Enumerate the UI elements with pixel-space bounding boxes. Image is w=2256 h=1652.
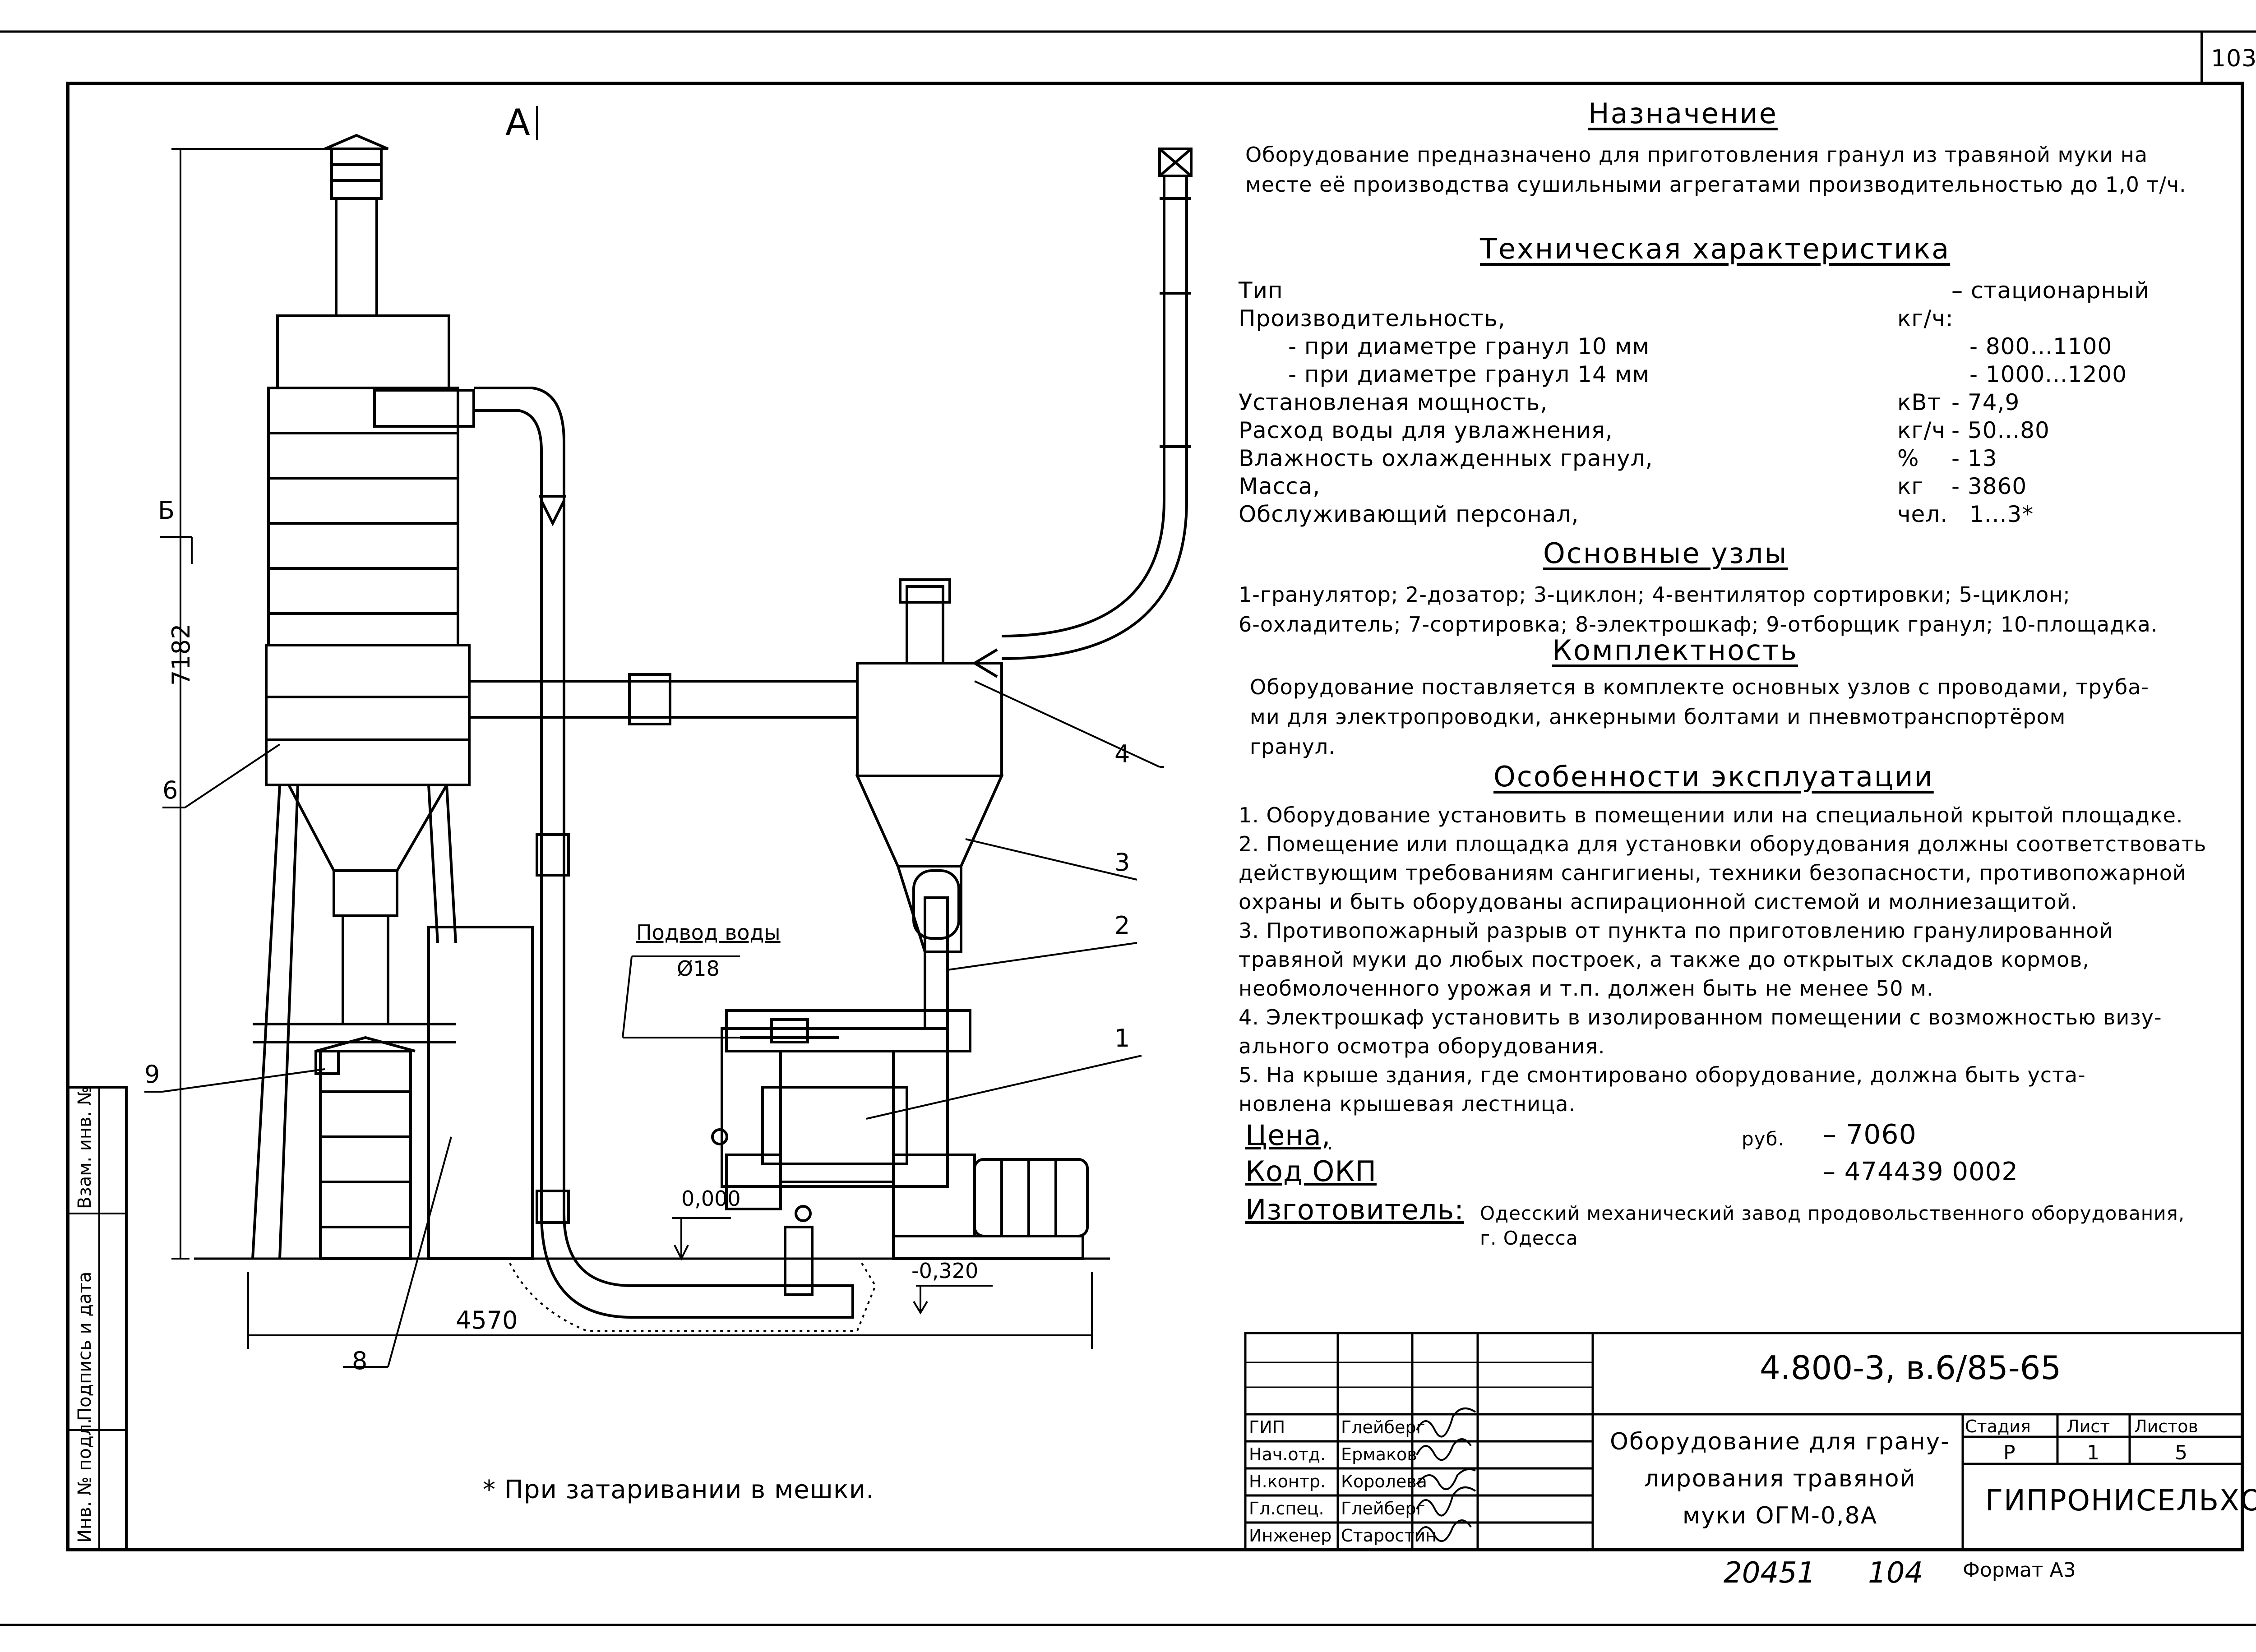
page-number: 103 bbox=[2211, 45, 2256, 72]
okp-label: Код ОКП bbox=[1245, 1155, 1377, 1188]
tech-row: Расход воды для увлажнения,кг/ч- 50...80 bbox=[1239, 417, 2050, 443]
operation-title: Особенности эксплуатации bbox=[1493, 760, 1934, 793]
bottom-number-1: 20451 bbox=[1724, 1556, 1816, 1590]
sheets-value: 5 bbox=[2175, 1441, 2187, 1464]
bottom-number-2: 104 bbox=[1868, 1556, 1923, 1590]
height-dimension: 7182 bbox=[167, 623, 195, 686]
price-unit: руб. bbox=[1742, 1128, 1784, 1150]
units-title: Основные узлы bbox=[1543, 537, 1788, 570]
name-2: Королева bbox=[1341, 1472, 1427, 1491]
callout-6: 6 bbox=[162, 776, 178, 804]
left-margin-strip bbox=[66, 1086, 128, 1551]
organization: ГИПРОНИСЕЛЬХОЗ bbox=[1985, 1484, 2256, 1518]
role-2: Н.контр. bbox=[1249, 1472, 1326, 1491]
sheet-frame bbox=[66, 82, 2244, 1551]
tech-title: Техническая характеристика bbox=[1480, 232, 1951, 265]
pneumo-pipe bbox=[474, 387, 854, 1319]
width-dimension: 4570 bbox=[456, 1306, 518, 1334]
tech-row: - при диаметре гранул 14 мм- 1000...1200 bbox=[1288, 361, 2127, 388]
margin-sign-date: Подпись и дата bbox=[74, 1271, 95, 1421]
title-block bbox=[1244, 1332, 2244, 1551]
complete-title: Комплектность bbox=[1552, 634, 1798, 667]
water-diameter: Ø18 bbox=[677, 956, 720, 981]
margin-inv-replace: Взам. инв. № bbox=[74, 1086, 95, 1209]
role-0: ГИП bbox=[1249, 1417, 1285, 1437]
stage-value: Р bbox=[2003, 1441, 2016, 1464]
callout-4: 4 bbox=[1114, 740, 1130, 768]
callout-1: 1 bbox=[1114, 1024, 1130, 1052]
name-4: Старостин bbox=[1341, 1526, 1437, 1546]
maker-label: Изготовитель: bbox=[1245, 1193, 1465, 1226]
name-3: Глейберг bbox=[1341, 1499, 1425, 1518]
callout-8: 8 bbox=[352, 1347, 368, 1375]
doc-title: Оборудование для грану- лирования травян… bbox=[1610, 1428, 1950, 1529]
granulator bbox=[711, 1009, 1089, 1296]
stage-header: Стадия bbox=[1965, 1417, 2031, 1436]
complete-text: Оборудование поставляется в комплекте ос… bbox=[1250, 675, 2150, 759]
tech-row: Установленая мощность,кВт- 74,9 bbox=[1239, 389, 2020, 415]
operation-text: 1. Оборудование установить в помещении и… bbox=[1239, 803, 2207, 1116]
tech-row: Влажность охлажденных гранул,%- 13 bbox=[1239, 445, 1997, 471]
footnote: * При затаривании в мешки. bbox=[483, 1475, 874, 1504]
name-1: Ермаков bbox=[1341, 1444, 1417, 1464]
format-label: Формат А3 bbox=[1963, 1559, 2076, 1582]
air-duct bbox=[469, 673, 857, 725]
maker-line1: Одесский механический завод продовольств… bbox=[1480, 1202, 2185, 1224]
tech-row: Масса,кг- 3860 bbox=[1239, 473, 2027, 499]
section-label: Б bbox=[158, 496, 175, 525]
tech-table: Тип– стационарный Производительность,кг/… bbox=[1239, 277, 2209, 529]
level-pit: -0,320 bbox=[911, 1259, 979, 1283]
role-4: Инженер bbox=[1249, 1526, 1332, 1546]
tech-row: Тип– стационарный bbox=[1239, 277, 2150, 304]
signatures bbox=[1416, 1407, 1476, 1542]
cyclone bbox=[855, 578, 1004, 1030]
callout-2: 2 bbox=[1114, 911, 1130, 940]
cooler-tower bbox=[251, 134, 475, 1260]
purpose-text: Оборудование предназначено для приготовл… bbox=[1245, 143, 2187, 197]
sheets-header: Листов bbox=[2134, 1417, 2198, 1436]
tech-row: Производительность,кг/ч: bbox=[1239, 305, 1954, 332]
water-supply-label: Подвод воды bbox=[636, 920, 781, 945]
maker-line2: г. Одесса bbox=[1480, 1227, 1578, 1249]
price-label: Цена, bbox=[1245, 1119, 1331, 1152]
tech-row: Обслуживающий персонал,чел.1...3* bbox=[1239, 501, 2034, 527]
purpose-title: Назначение bbox=[1588, 97, 1778, 130]
price-value: – 7060 bbox=[1823, 1119, 1917, 1150]
name-0: Глейберг bbox=[1341, 1417, 1425, 1437]
dimension-lines bbox=[160, 106, 1093, 1349]
units-text: 1-гранулятор; 2-дозатор; 3-циклон; 4-вен… bbox=[1239, 582, 2158, 637]
tech-row: - при диаметре гранул 10 мм- 800...1100 bbox=[1288, 333, 2113, 360]
level-zero: 0,000 bbox=[681, 1186, 741, 1211]
sheet-value: 1 bbox=[2087, 1441, 2099, 1464]
pit-fill bbox=[509, 1262, 877, 1332]
callout-9: 9 bbox=[144, 1060, 160, 1089]
margin-inv-orig: Инв. № подл. bbox=[74, 1418, 95, 1543]
doc-code: 4.800-3, в.6/85-65 bbox=[1760, 1349, 2062, 1387]
role-3: Гл.спец. bbox=[1249, 1499, 1324, 1518]
okp-value: – 474439 0002 bbox=[1823, 1157, 2018, 1186]
callout-3: 3 bbox=[1114, 848, 1130, 877]
role-1: Нач.отд. bbox=[1249, 1444, 1326, 1464]
view-label: А bbox=[505, 102, 530, 143]
sheet-header: Лист bbox=[2066, 1417, 2110, 1436]
return-pipe bbox=[972, 148, 1193, 678]
leader-lines bbox=[144, 680, 1164, 1368]
electric-cabinet bbox=[427, 926, 534, 1260]
